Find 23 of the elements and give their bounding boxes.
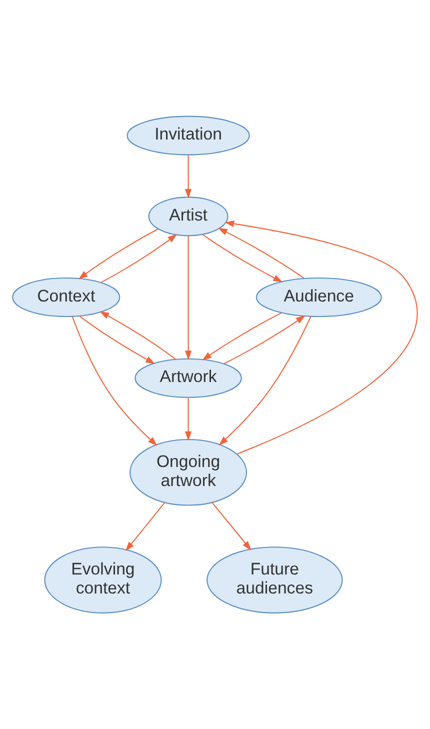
node-ellipse: Future audiences xyxy=(206,546,343,614)
arrow xyxy=(184,236,192,360)
arrow xyxy=(202,234,283,282)
arrow xyxy=(100,234,178,283)
arrow xyxy=(79,316,156,364)
arrow xyxy=(100,311,176,360)
node-ellipse: Evolving context xyxy=(44,546,162,614)
arrow xyxy=(224,220,418,455)
arrow xyxy=(72,316,158,446)
arrow xyxy=(218,228,304,279)
arrow xyxy=(184,155,192,198)
node-ellipse: Ongoing artwork xyxy=(130,438,248,506)
node-ellipse: Artwork xyxy=(134,358,242,398)
arrow xyxy=(224,315,306,364)
arrow xyxy=(212,502,252,550)
node-ellipse: Context xyxy=(12,278,120,318)
arrow xyxy=(125,502,166,552)
arrow xyxy=(202,312,282,360)
node-ellipse: Invitation xyxy=(126,116,250,156)
arrow xyxy=(184,398,192,441)
arrow xyxy=(78,228,158,280)
node-ellipse: Audience xyxy=(256,278,382,318)
arrow xyxy=(218,316,312,446)
